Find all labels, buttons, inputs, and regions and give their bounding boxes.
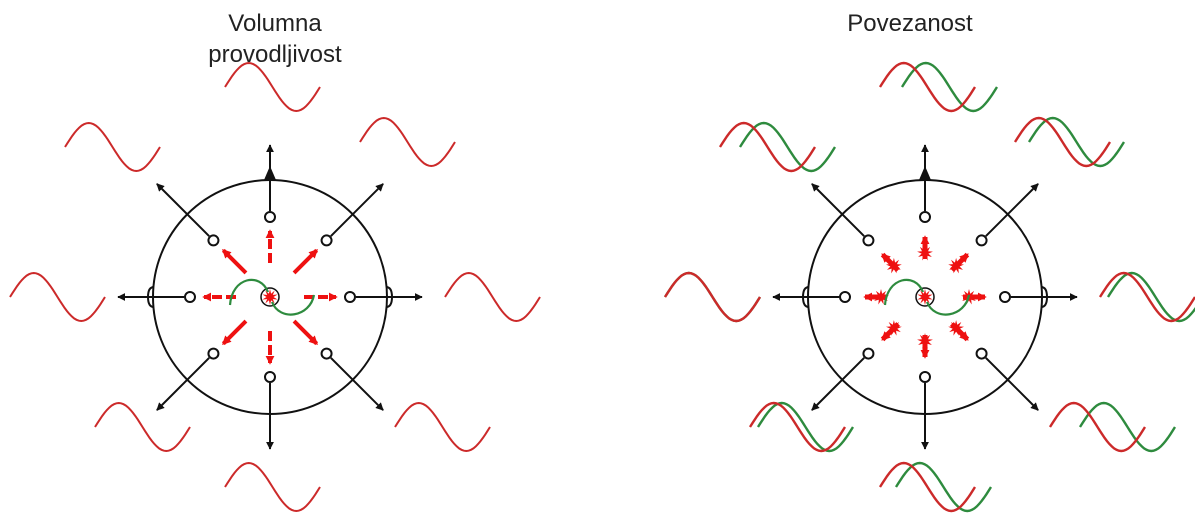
red-waveform: [394, 401, 491, 453]
electrode-icon: [999, 291, 1011, 303]
panel-title-volume-conduction: Volumna provodljivost: [160, 8, 390, 70]
signal-arrow: [811, 357, 865, 411]
signal-arrow: [811, 183, 865, 237]
electrode-icon: [862, 347, 875, 360]
green-waveform: [1078, 401, 1177, 453]
electrode-icon: [320, 234, 333, 247]
panel-title-connectivity: Povezanost: [847, 10, 973, 37]
signal-arrow: [985, 183, 1039, 237]
source-icon: [886, 320, 902, 336]
source-icon: [948, 257, 964, 274]
green-waveform: [738, 121, 837, 173]
red-waveform: [444, 271, 541, 323]
source-icon: [886, 257, 902, 274]
signal-arrow: [330, 183, 384, 237]
propagation-arrow: [221, 248, 248, 275]
green-waveform: [1106, 271, 1195, 323]
electrode-icon: [320, 347, 333, 360]
electrode-icon: [264, 211, 276, 223]
red-waveform: [748, 401, 847, 453]
connectivity-panel: [663, 61, 1195, 513]
red-waveform: [359, 116, 456, 168]
electrode-icon: [919, 371, 931, 383]
source-icon: [917, 333, 933, 349]
electrode-icon: [975, 347, 988, 360]
signal-arrow: [985, 357, 1039, 411]
red-waveform: [224, 61, 321, 113]
electrode-icon: [264, 371, 276, 383]
electrode-icon: [975, 234, 988, 247]
source-ring: [260, 287, 280, 307]
green-waveform: [900, 61, 999, 113]
red-waveform: [878, 61, 977, 113]
propagation-arrow: [292, 248, 319, 275]
source-ring: [915, 287, 935, 307]
source-icon: [948, 320, 964, 336]
red-waveform: [1013, 116, 1112, 168]
red-waveform: [1048, 401, 1147, 453]
electrode-icon: [862, 234, 875, 247]
title-line-2: provodljivost: [208, 41, 342, 68]
electrode-icon: [207, 347, 220, 360]
red-waveform: [9, 271, 106, 323]
source-icon: [917, 289, 933, 305]
volume-conduction-panel: [9, 61, 541, 513]
red-waveform: [94, 401, 191, 453]
source-icon: [917, 245, 933, 261]
dipole-curve: [228, 278, 316, 316]
title-line-1: Volumna: [228, 10, 322, 37]
source-icon: [262, 289, 278, 305]
red-waveform: [718, 121, 817, 173]
electrode-icon: [344, 291, 356, 303]
electrode-icon: [919, 211, 931, 223]
green-waveform: [756, 401, 855, 453]
red-waveform: [663, 271, 762, 323]
electrode-icon: [207, 234, 220, 247]
dipole-curve: [883, 278, 971, 316]
green-waveform: [894, 461, 993, 513]
signal-arrow: [156, 357, 210, 411]
signal-arrow: [330, 357, 384, 411]
propagation-arrow: [292, 319, 319, 346]
red-waveform: [64, 121, 161, 173]
electrode-icon: [184, 291, 196, 303]
red-waveform: [878, 461, 977, 513]
electrode-icon: [839, 291, 851, 303]
red-waveform: [224, 461, 321, 513]
signal-arrow: [156, 183, 210, 237]
propagation-arrow: [221, 319, 248, 346]
source-icon: [873, 289, 889, 305]
red-waveform: [1098, 271, 1195, 323]
